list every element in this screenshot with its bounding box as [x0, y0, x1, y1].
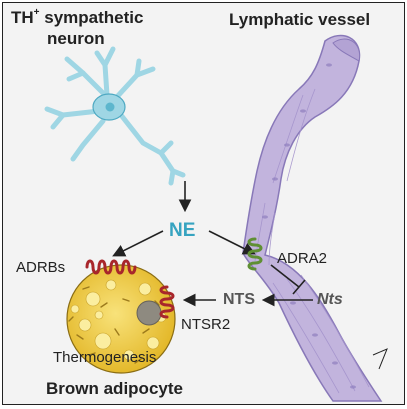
neuron-title-line2: neuron — [47, 29, 105, 48]
neuron-nucleus — [105, 102, 115, 112]
vessel-title: Lymphatic vessel — [229, 10, 371, 29]
adrbs-label: ADRBs — [16, 259, 66, 276]
ntsr2-receptor-icon — [159, 285, 175, 319]
brown-adipocyte — [66, 264, 176, 374]
sympathetic-neuron-icon — [44, 46, 186, 186]
adrbs-receptor-icon — [85, 259, 137, 275]
adipocyte-nucleus — [136, 300, 162, 326]
ne-to-adra2-arrow — [208, 230, 256, 255]
diagram-canvas — [44, 34, 388, 402]
adra2-inhibition-bar — [292, 279, 306, 295]
adra2-receptor-icon — [247, 237, 263, 271]
ne-label: NE — [169, 220, 196, 241]
brown-adipocyte-label: Brown adipocyte — [46, 379, 183, 398]
nts-label: NTS — [223, 291, 255, 308]
adra2-inhibits-nts-line — [270, 264, 300, 288]
neuron-title-line1: TH+ sympathetic — [11, 7, 144, 27]
lymphatic-vessel — [242, 34, 383, 402]
ne-to-adrbs-arrow — [112, 230, 164, 257]
ntsr2-label: NTSR2 — [181, 316, 231, 333]
nts-gene-label: Nts — [317, 291, 343, 308]
diagram-frame: TH+ sympathetic neuron Lymphatic vessel … — [2, 2, 405, 405]
vessel-edge-mark — [372, 348, 388, 370]
thermogenesis-label: Thermogenesis — [53, 349, 157, 366]
adra2-label: ADRA2 — [277, 250, 328, 267]
